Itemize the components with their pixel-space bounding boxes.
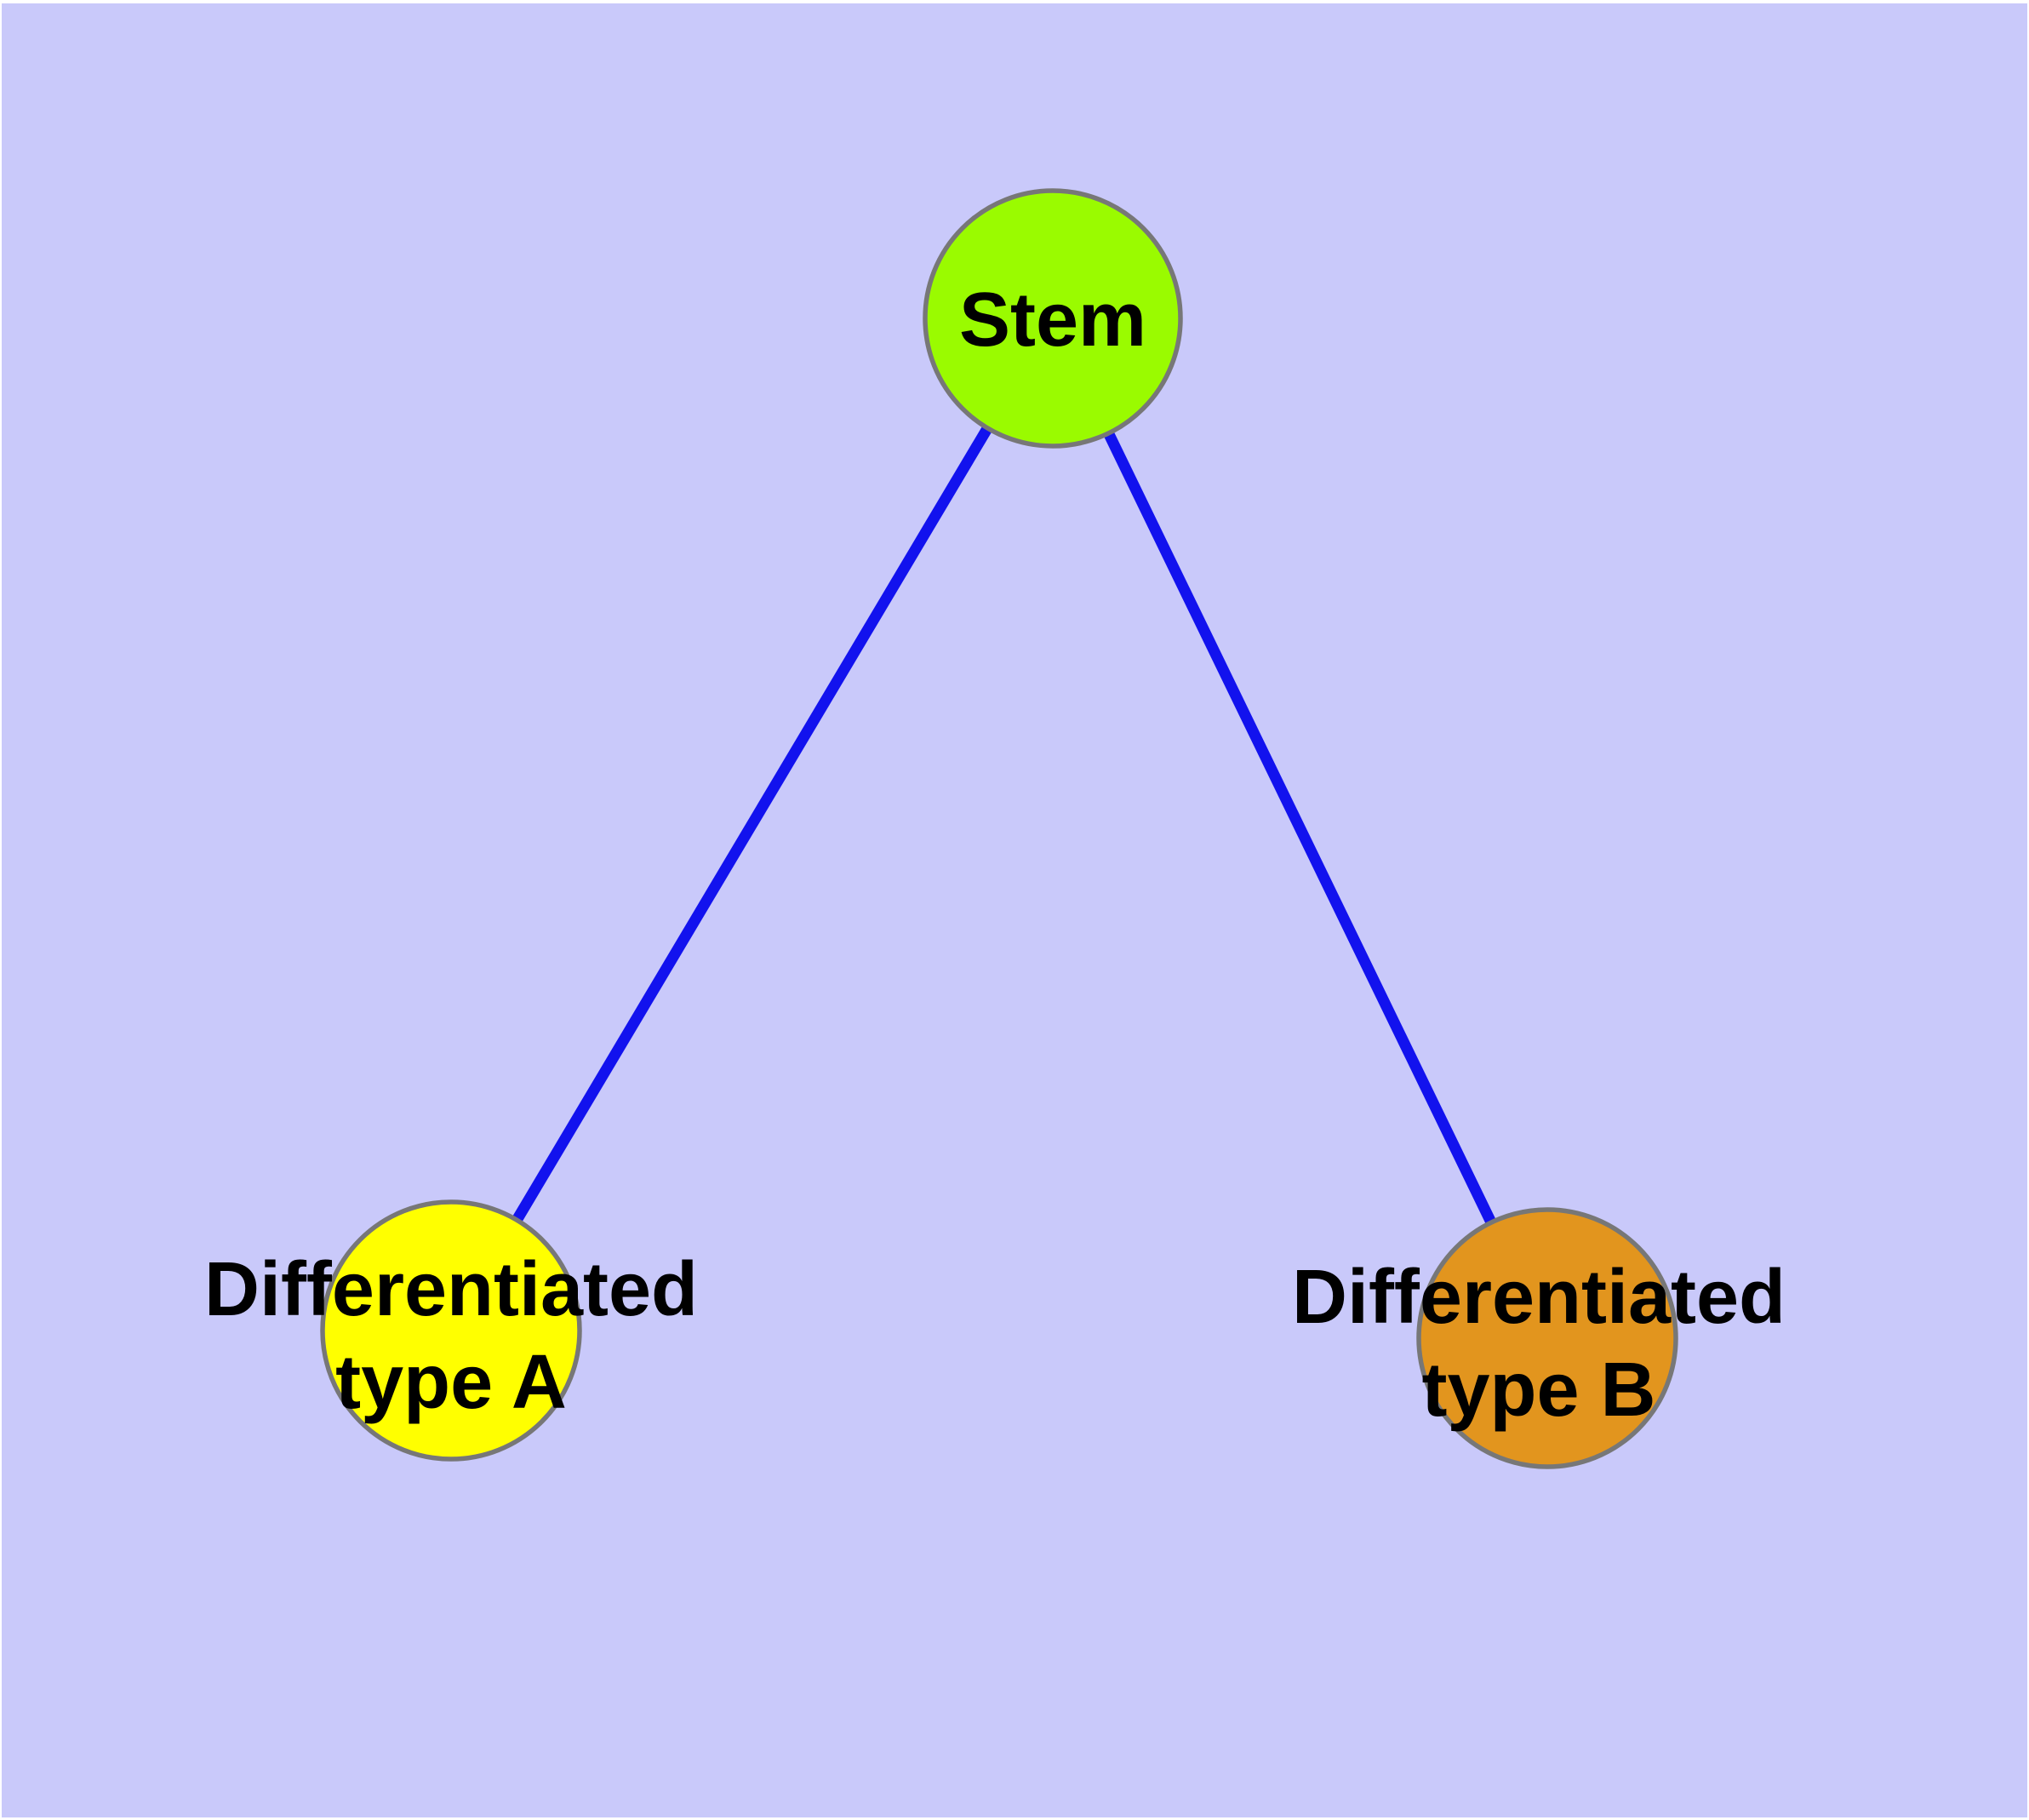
stem-node-label: Stem — [959, 278, 1146, 363]
type-b-node — [1416, 1207, 1678, 1469]
type-b-node-label-line2: type B — [1421, 1348, 1655, 1433]
type-b-node-label-line1: Differentiated — [1292, 1255, 1786, 1340]
edge-stem-to-type-a — [446, 315, 1058, 1334]
type-a-node-label-line2: type A — [335, 1340, 567, 1425]
type-a-node — [320, 1199, 582, 1462]
type-a-node-label-line1: Differentiated — [204, 1247, 698, 1332]
edge-stem-to-type-b — [1048, 316, 1552, 1341]
stem-node — [923, 188, 1183, 449]
